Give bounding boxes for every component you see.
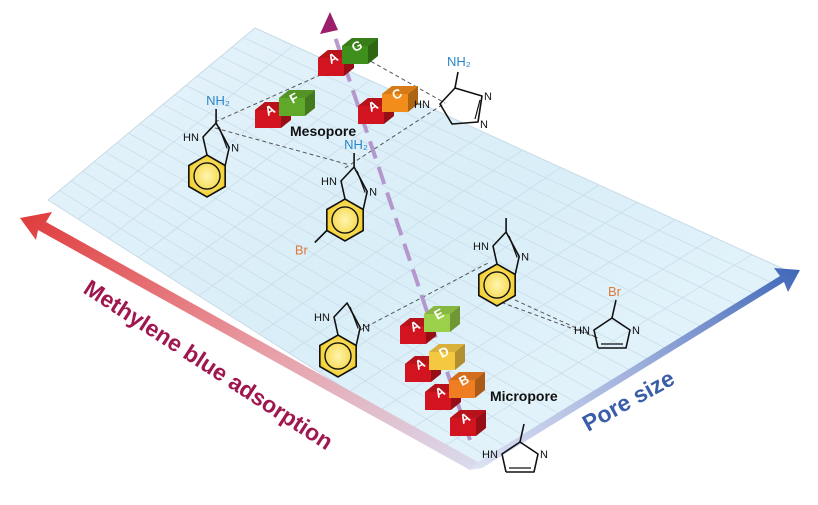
block-right-tag: B: [449, 371, 485, 398]
block-right-tag: C: [382, 85, 418, 112]
molecule-methylbenzimidazole: HN N: [473, 218, 529, 307]
block-pair: AF: [255, 90, 315, 128]
block-pair: AE: [400, 305, 460, 344]
block-pair: A: [450, 409, 486, 436]
molecule-bromoaminobenzimidazole: HN N NH₂ Br: [295, 137, 377, 258]
molecule-bromoimidazole: HN N Br: [574, 284, 640, 349]
n-label: N: [632, 325, 640, 337]
nh-label: HN: [482, 449, 498, 461]
n-label: N: [480, 119, 488, 131]
nh-label: HN: [314, 312, 330, 324]
block-pair: AD: [405, 343, 465, 382]
n-label: N: [540, 449, 548, 461]
substituent-label: NH₂: [447, 54, 471, 69]
block-pair: AG: [318, 37, 378, 76]
block-right-tag: G: [342, 37, 378, 64]
trend-arrowhead: [320, 12, 338, 34]
nh-label: HN: [414, 99, 430, 111]
molecule-aminobenzimidazole: HN N NH₂: [183, 93, 239, 198]
block-right-tag: D: [429, 343, 465, 370]
micropore-label: Micropore: [490, 388, 558, 404]
mesopore-label: Mesopore: [290, 123, 356, 139]
n-label: N: [369, 187, 377, 199]
nh-label: HN: [473, 241, 489, 253]
block-right-tag: E: [424, 305, 460, 332]
trend-arrow: [320, 12, 472, 441]
block-right-tag: F: [279, 90, 315, 116]
n-label: N: [521, 252, 529, 264]
block-pair: AB: [425, 371, 485, 410]
substituent-label: NH₂: [344, 137, 368, 152]
substituent-label: Br: [608, 284, 622, 299]
nh-label: HN: [574, 325, 590, 337]
molecule-aminotriazole: NH₂ HN N N: [414, 54, 492, 131]
block-left-tag: A: [450, 409, 486, 436]
adsorption-axis-arrow: [20, 212, 478, 470]
n-label: N: [362, 323, 370, 335]
grid-plane: [47, 27, 792, 469]
block-pair: AC: [358, 85, 418, 124]
n-label: N: [231, 143, 239, 155]
n-label: N: [484, 91, 492, 103]
substituent-label: NH₂: [206, 93, 230, 108]
nh-label: HN: [321, 176, 337, 188]
bromo-label: Br: [295, 243, 309, 258]
molecule-benzimidazole: HN N: [314, 302, 370, 378]
pore-size-axis-arrow: [470, 268, 800, 470]
molecule-methylimidazole: HN N: [482, 423, 548, 473]
nh-label: HN: [183, 132, 199, 144]
